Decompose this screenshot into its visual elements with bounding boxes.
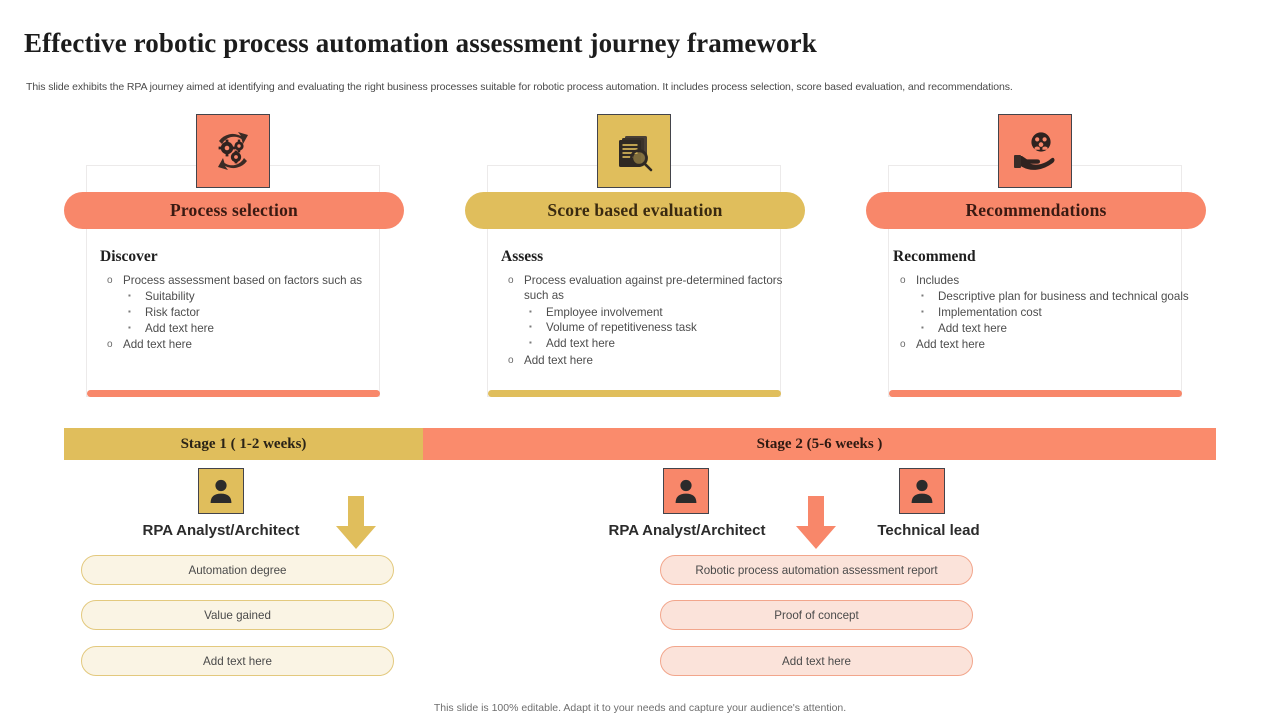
card-accent-bar (488, 390, 781, 397)
card-body-score-based-evaluation: Assess Process evaluation against pre-de… (501, 248, 801, 369)
list-item: Process assessment based on factors such… (100, 273, 400, 336)
option-pill-value-gained[interactable]: Value gained (81, 600, 394, 630)
gears-cycle-glyph (218, 132, 248, 170)
card-accent-bar (87, 390, 380, 397)
card-body-process-selection: Discover Process assessment based on fac… (100, 248, 400, 354)
list-item: Add text here (123, 320, 400, 337)
list-item: Employee involvement (524, 304, 801, 321)
option-pill-add-text-here-left[interactable]: Add text here (81, 646, 394, 676)
sub-bullet-list: Descriptive plan for business and techni… (916, 288, 1193, 337)
option-pill-proof-of-concept[interactable]: Proof of concept (660, 600, 973, 630)
list-item: Volume of repetitiveness task (524, 319, 801, 336)
hand-holding-people-glyph (1014, 132, 1055, 170)
sub-bullet-list: Suitability Risk factor Add text here (123, 288, 400, 337)
page-title: Effective robotic process automation ass… (24, 28, 817, 58)
stage-name-discover: Discover (100, 248, 158, 265)
gears-cycle-icon (196, 114, 270, 188)
option-pill-rpa-assessment-report[interactable]: Robotic process automation assessment re… (660, 555, 973, 585)
bullet-text: Process evaluation against pre-determine… (524, 274, 783, 303)
role-label-rpa-analyst-architect-2: RPA Analyst/Architect (608, 522, 766, 539)
stage-name-assess: Assess (501, 248, 544, 265)
role-label-rpa-analyst-architect-1: RPA Analyst/Architect (142, 522, 300, 539)
person-icon (899, 468, 945, 514)
hand-holding-people-icon (998, 114, 1072, 188)
list-item: Add text here (893, 337, 1193, 353)
card-body-recommendations: Recommend Includes Descriptive plan for … (893, 248, 1193, 354)
stage-bar-2[interactable]: Stage 2 (5-6 weeks ) (423, 428, 1216, 460)
stage-bar-1[interactable]: Stage 1 ( 1-2 weeks) (64, 428, 423, 460)
footer-note: This slide is 100% editable. Adapt it to… (433, 702, 847, 714)
option-pill-automation-degree[interactable]: Automation degree (81, 555, 394, 585)
person-icon (663, 468, 709, 514)
card-header-score-based-evaluation[interactable]: Score based evaluation (465, 192, 805, 229)
list-item: Descriptive plan for business and techni… (916, 288, 1193, 305)
down-arrow-icon (796, 496, 836, 549)
documents-magnifier-glyph (619, 136, 653, 172)
person-glyph (210, 479, 232, 503)
bullet-text: Includes (916, 274, 960, 287)
person-glyph (911, 479, 933, 503)
down-arrow-icon (336, 496, 376, 549)
option-pill-add-text-here-right[interactable]: Add text here (660, 646, 973, 676)
role-label-technical-lead: Technical lead (877, 522, 980, 539)
list-item: Implementation cost (916, 304, 1193, 321)
bullet-list: Process assessment based on factors such… (100, 273, 400, 353)
list-item: Risk factor (123, 304, 400, 321)
stage-name-recommend: Recommend (893, 248, 976, 265)
page-subtitle: This slide exhibits the RPA journey aime… (26, 81, 1013, 93)
list-item: Add text here (501, 353, 801, 369)
list-item: Process evaluation against pre-determine… (501, 273, 801, 352)
card-header-process-selection[interactable]: Process selection (64, 192, 404, 229)
person-icon (198, 468, 244, 514)
list-item: Add text here (524, 335, 801, 352)
bullet-text: Process assessment based on factors such… (123, 274, 363, 287)
list-item: Add text here (916, 320, 1193, 337)
person-glyph (675, 479, 697, 503)
list-item: Includes Descriptive plan for business a… (893, 273, 1193, 336)
card-accent-bar (889, 390, 1182, 397)
sub-bullet-list: Employee involvement Volume of repetitiv… (524, 304, 801, 352)
bullet-list: Process evaluation against pre-determine… (501, 273, 801, 368)
list-item: Add text here (100, 337, 400, 353)
bullet-list: Includes Descriptive plan for business a… (893, 273, 1193, 353)
card-header-recommendations[interactable]: Recommendations (866, 192, 1206, 229)
documents-magnifier-icon (597, 114, 671, 188)
list-item: Suitability (123, 288, 400, 305)
